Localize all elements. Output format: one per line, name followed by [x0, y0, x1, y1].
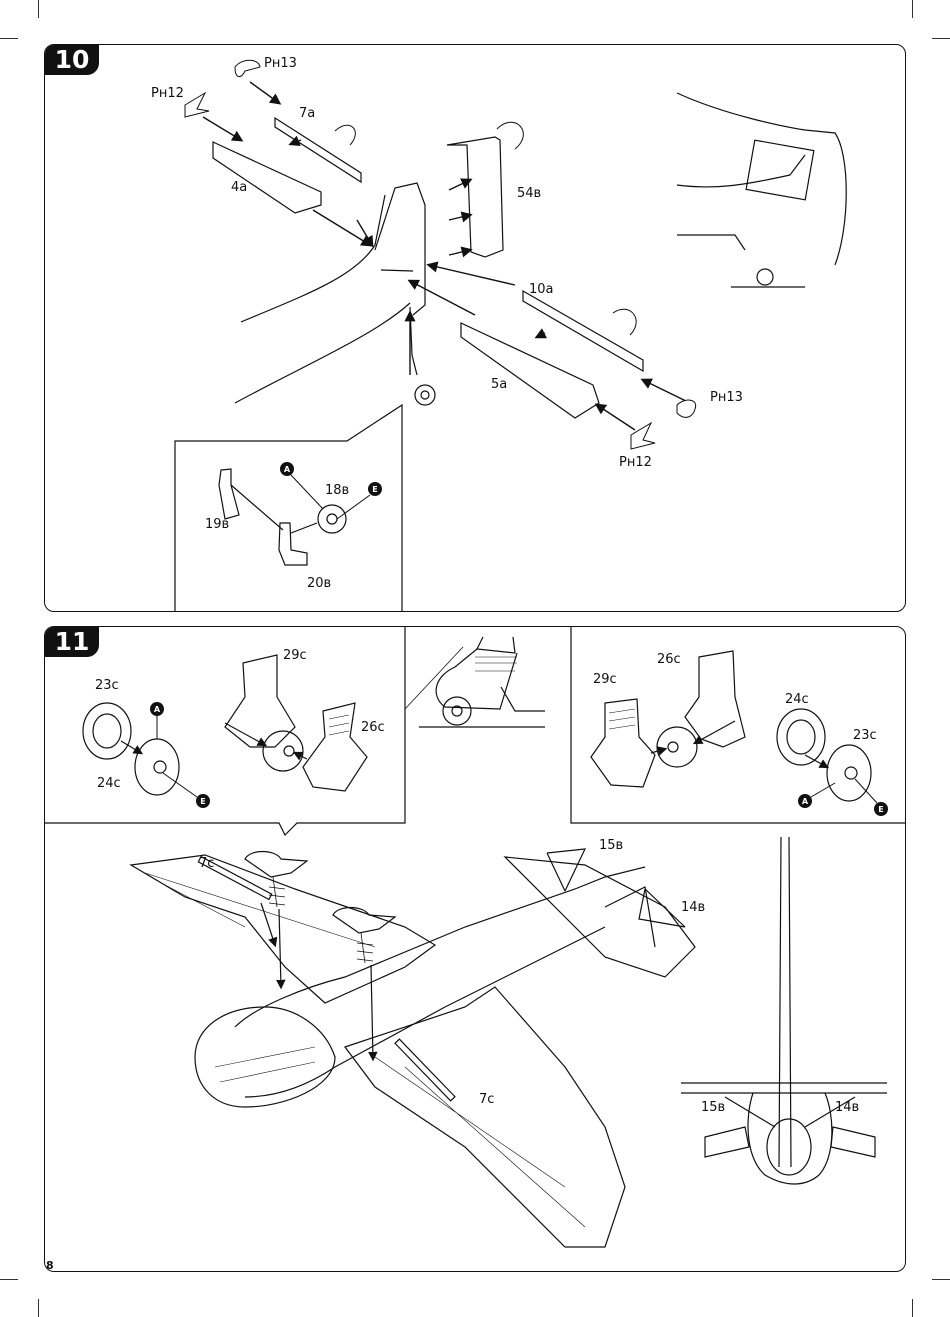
- label-ph12-top: Pн12: [151, 86, 184, 101]
- callout-e: E: [368, 482, 382, 496]
- step-number: 11: [45, 627, 99, 657]
- spat-29c-right: [590, 698, 656, 788]
- decal-ph12-bottom: [630, 421, 656, 450]
- step-number: 10: [45, 45, 99, 75]
- vertical-fin: [374, 182, 426, 316]
- crop-mark: [912, 1299, 913, 1317]
- callout-a-right: A: [798, 794, 812, 808]
- crop-mark: [38, 0, 39, 18]
- decal-ph13-right: [676, 399, 697, 418]
- spat-26c-left: [302, 702, 368, 792]
- label-part-7c-bottom: 7с: [479, 1092, 494, 1107]
- svg-text:A: A: [154, 705, 161, 714]
- label-detail-15b: 15в: [701, 1100, 725, 1115]
- decal-ph13-top: [234, 59, 261, 77]
- crop-mark: [912, 0, 913, 18]
- label-part-18b: 18в: [325, 483, 349, 498]
- page-number: 8: [46, 1259, 54, 1272]
- installed-gear-detail: [419, 636, 545, 728]
- crop-mark: [0, 38, 18, 39]
- label-part-15b: 15в: [599, 838, 623, 853]
- svg-text:E: E: [372, 485, 377, 494]
- callout-e-left: E: [196, 794, 210, 808]
- crop-mark: [932, 1279, 950, 1280]
- wheel-24c-right: [776, 708, 826, 766]
- label-part-7c-top: 7с: [199, 856, 214, 871]
- grille-7c-top: [197, 855, 273, 901]
- callout-e-right: E: [874, 802, 888, 816]
- rudder-54b: [446, 136, 504, 258]
- crop-mark: [932, 38, 950, 39]
- label-ph13-top: Pн13: [264, 56, 297, 71]
- label-part-24c-left: 24с: [97, 776, 121, 791]
- label-part-29c-right: 29с: [593, 672, 617, 687]
- tailwheel-detail: [756, 268, 774, 286]
- stabilizer-5a: [460, 322, 600, 419]
- callout-a: A: [280, 462, 294, 476]
- tailwheel: [414, 384, 436, 406]
- label-part-23c-right: 23с: [853, 728, 877, 743]
- aircraft-main-view: [129, 848, 696, 1248]
- svg-text:E: E: [878, 805, 883, 814]
- wheel-23c-left: [82, 702, 132, 760]
- label-part-14b: 14в: [681, 900, 705, 915]
- label-ph13-right: Pн13: [710, 390, 743, 405]
- wheel-18b: [317, 504, 347, 534]
- step-10-panel: 10: [44, 44, 906, 612]
- crop-mark: [0, 1279, 18, 1280]
- strut-20b: [278, 522, 308, 566]
- label-part-19b: 19в: [205, 517, 229, 532]
- label-part-5a: 5а: [491, 377, 507, 392]
- crop-mark: [38, 1299, 39, 1317]
- label-part-23c-left: 23с: [95, 678, 119, 693]
- label-part-26c-left: 26с: [361, 720, 385, 735]
- label-part-7a: 7а: [299, 106, 315, 121]
- svg-text:E: E: [200, 797, 205, 806]
- label-detail-14b: 14в: [835, 1100, 859, 1115]
- elevator-10a: [522, 289, 644, 373]
- callout-a-left: A: [150, 702, 164, 716]
- svg-text:A: A: [802, 797, 809, 806]
- step-11-panel: 11: [44, 626, 906, 1272]
- rear-view-detail: [681, 836, 887, 1185]
- step-11-illustration: 23с 24с 29с 26с 26с 29с 24с 23с 7с 7с 15…: [45, 627, 905, 1248]
- label-part-26c-right: 26с: [657, 652, 681, 667]
- strut-19b: [218, 468, 240, 520]
- strut-29c-left: [224, 654, 296, 748]
- stabilizer-4a: [212, 141, 322, 214]
- label-part-29c-left: 29с: [283, 648, 307, 663]
- label-part-24c-right: 24с: [785, 692, 809, 707]
- decal-ph12-top: [184, 91, 210, 118]
- label-part-4a: 4а: [231, 180, 247, 195]
- wheel-23c-right: [826, 744, 872, 802]
- label-part-10a: 10а: [529, 282, 554, 297]
- step-10-illustration: Pн13 Pн12 7а 4а 54в 10а 5а Pн13 Pн12 18в…: [151, 56, 847, 611]
- label-part-20b: 20в: [307, 576, 331, 591]
- strut-26c-right: [684, 650, 746, 748]
- label-ph12-bottom: Pн12: [619, 455, 652, 470]
- svg-text:A: A: [284, 465, 291, 474]
- label-part-54b: 54в: [517, 186, 541, 201]
- elevator-7a: [274, 116, 362, 184]
- wheel-24c-left: [134, 738, 180, 796]
- grille-7c-bottom: [394, 1038, 456, 1102]
